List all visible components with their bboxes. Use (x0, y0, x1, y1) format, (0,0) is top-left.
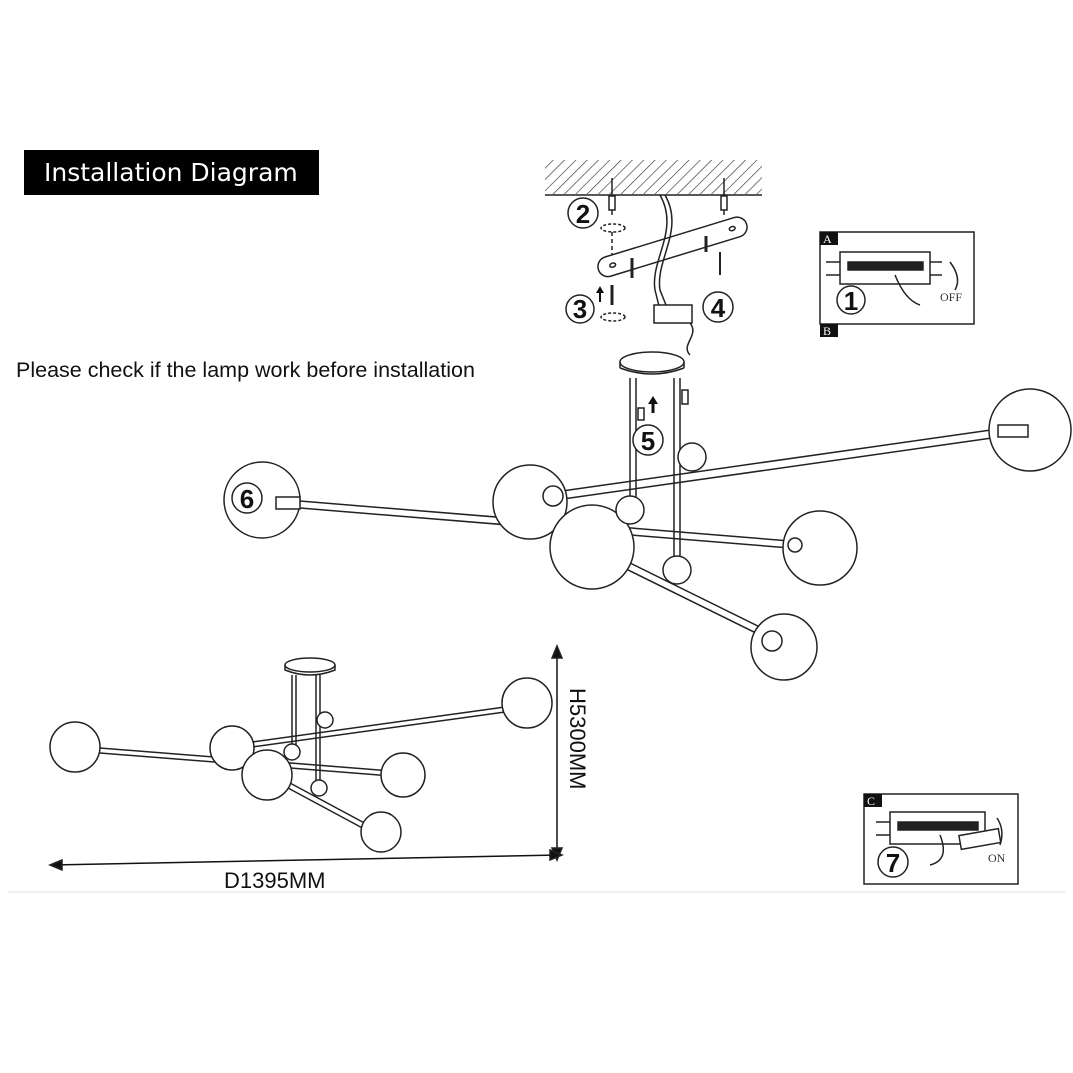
arm (554, 427, 1007, 501)
diameter-dimension: D1395MM (224, 868, 325, 893)
canopy (619, 351, 685, 373)
ceiling-screw-right (720, 178, 728, 215)
bulb (275, 496, 301, 510)
breaker-switches (826, 251, 942, 285)
hand-icon (929, 834, 945, 866)
panel-tag-a: A (823, 232, 832, 246)
globe (492, 464, 568, 540)
panel-tag-b: B (823, 324, 831, 338)
panel-tag-bg (864, 794, 882, 807)
page-title: Installation Diagram (24, 150, 319, 195)
switch-off-arrow-icon (949, 261, 959, 291)
rotate-indicator (600, 223, 626, 233)
arm (619, 559, 771, 639)
dimension-arrowheads (48, 848, 564, 872)
socket (787, 537, 803, 553)
globe (782, 510, 858, 586)
step-5-label: 5 (641, 426, 655, 456)
step-4-label: 4 (711, 293, 726, 323)
panel-tag-c: C (867, 794, 875, 808)
step-7-label: 7 (886, 848, 900, 878)
globe (988, 388, 1072, 472)
off-label: OFF (940, 290, 962, 304)
on-label: ON (988, 851, 1006, 865)
ceiling (545, 160, 762, 194)
switch-on-arrow-icon (996, 817, 1003, 846)
step-6-label: 6 (240, 484, 254, 514)
arrow-up-icon (596, 286, 604, 302)
pre-install-note: Please check if the lamp work before ins… (16, 358, 475, 382)
terminal-block (653, 304, 693, 324)
rod-screw (681, 389, 689, 405)
wire (686, 322, 694, 356)
socket (542, 485, 564, 507)
hand-icon (894, 274, 921, 306)
step-3-label: 3 (573, 294, 587, 324)
ceiling-screw-left (608, 178, 616, 215)
bulb (997, 424, 1029, 438)
decorative-ball (662, 555, 692, 585)
wire (658, 194, 673, 311)
step-badges (231, 197, 909, 878)
arrow-up-icon (648, 396, 658, 413)
canopy-side (619, 362, 685, 375)
globe (750, 613, 818, 681)
step-2-label: 2 (576, 199, 590, 229)
socket (761, 630, 783, 652)
globe (549, 504, 635, 590)
breaker-panel-off (819, 231, 975, 325)
rotate-indicator (600, 312, 626, 322)
rod-screw (637, 407, 645, 421)
diameter-dimension-line (51, 854, 561, 866)
step-1-label: 1 (844, 286, 858, 316)
height-dimension: H5300MM (565, 688, 590, 789)
breaker-panel-on (863, 793, 1019, 885)
rod (673, 378, 681, 558)
panel-tag-bg (820, 232, 838, 245)
decorative-ball (615, 495, 645, 525)
overview-lamp (49, 657, 553, 853)
panel-tag-bg (820, 324, 838, 337)
switch-handle (958, 827, 1002, 851)
decorative-ball (677, 442, 707, 472)
wire (653, 194, 668, 311)
